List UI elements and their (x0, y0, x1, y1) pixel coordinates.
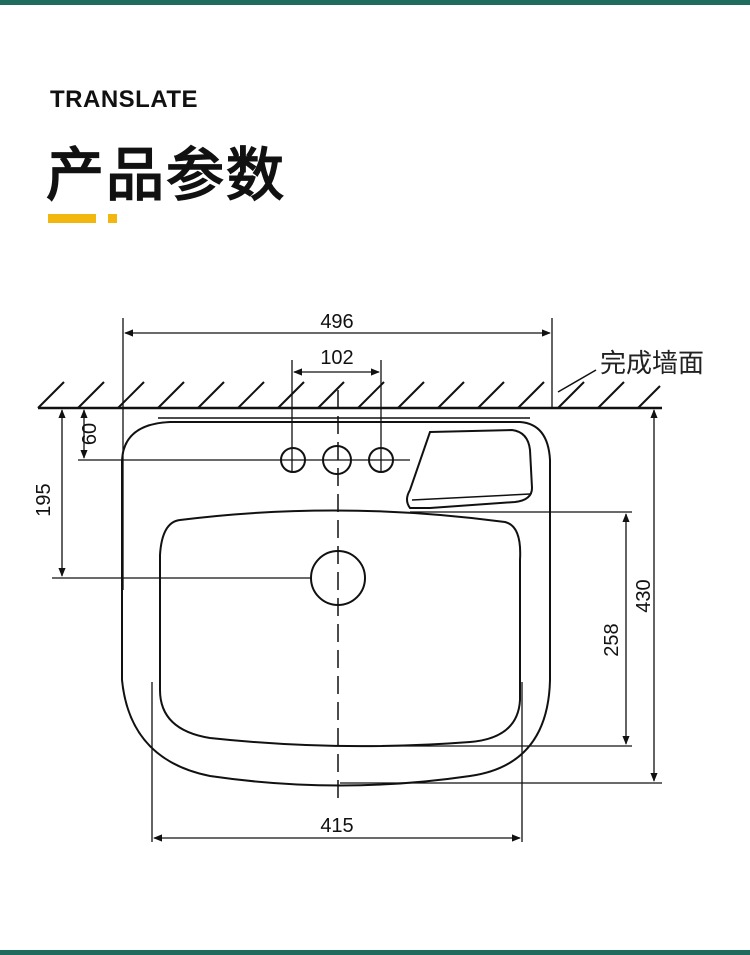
dim-overall-width: 496 (320, 311, 353, 333)
dimension-lines (58, 329, 658, 842)
wall-label: 完成墙面 (600, 349, 704, 379)
finished-wall (37, 381, 662, 410)
bottom-frame-bar (0, 950, 750, 955)
basin-outline (121, 417, 551, 787)
page-title: 产品参数 (46, 141, 287, 209)
wall-label-leader (557, 369, 597, 393)
basin-bowl (159, 509, 522, 748)
top-frame-bar (0, 0, 750, 5)
title-accent-bar (48, 214, 96, 223)
title-accent-dot (108, 214, 117, 223)
extension-lines (52, 318, 662, 842)
dim-bowl-width: 415 (320, 815, 353, 837)
dim-drain-from-wall: 195 (33, 483, 55, 516)
section-eyebrow: TRANSLATE (50, 86, 199, 113)
dim-overall-depth: 430 (633, 579, 655, 612)
dim-faucet-from-wall: 60 (79, 423, 101, 445)
soap-dish (406, 428, 534, 509)
dim-faucet-spacing: 102 (320, 347, 353, 369)
dim-bowl-depth: 258 (601, 623, 623, 656)
